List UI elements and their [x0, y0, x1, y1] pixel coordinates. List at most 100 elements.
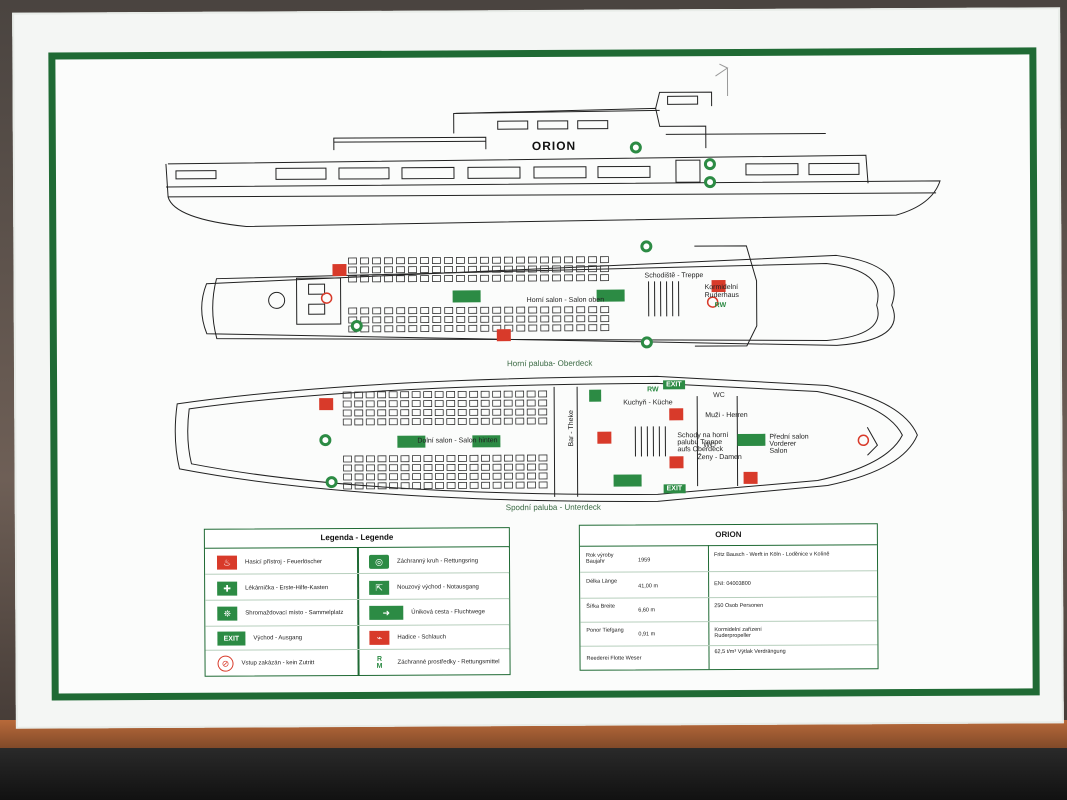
legend-title: Legenda - Legende — [204, 528, 509, 549]
seat — [365, 418, 375, 426]
seat — [360, 316, 370, 324]
seat — [468, 324, 478, 332]
seat — [389, 473, 398, 481]
seat — [480, 324, 490, 332]
seat — [411, 418, 421, 426]
seat — [527, 472, 536, 480]
seat — [396, 316, 406, 324]
seat — [552, 315, 562, 323]
seat — [396, 275, 405, 283]
seat — [458, 463, 467, 471]
seat — [540, 315, 550, 323]
info-value: 6,60 m — [638, 607, 656, 614]
seat — [360, 257, 369, 265]
seat — [492, 408, 502, 416]
window-rail — [0, 748, 1067, 800]
emergency-exit-icon: ⇱ — [369, 580, 390, 595]
seat — [388, 409, 398, 417]
seat — [600, 256, 609, 264]
exit-sign-icon: EXIT — [217, 631, 246, 646]
seat — [527, 463, 536, 471]
seat — [354, 455, 364, 463]
lower-deck-title: Spodní paluba - Unterdeck — [505, 502, 601, 513]
seat — [503, 390, 513, 398]
seat — [400, 464, 410, 472]
seat — [423, 482, 433, 489]
seat — [408, 325, 418, 333]
seat — [538, 481, 548, 489]
seat — [515, 390, 525, 398]
seat — [588, 306, 598, 314]
seat — [396, 266, 405, 274]
seat — [492, 306, 502, 314]
seat — [389, 464, 398, 472]
info-row: Délka Länge 41,00 m ENI: 04003800 — [580, 570, 878, 599]
seat — [516, 265, 525, 273]
seat — [377, 482, 387, 490]
seat — [432, 325, 442, 332]
seat — [515, 417, 525, 425]
seat — [400, 400, 410, 408]
legend-item-hose: ⌁ Hadice - Schlauch — [357, 626, 446, 648]
seat — [354, 391, 364, 399]
first-aid-icon: ✚ — [217, 581, 238, 596]
seat — [492, 315, 502, 323]
seat — [412, 482, 422, 490]
seat — [481, 454, 490, 462]
seat — [365, 409, 375, 417]
seat — [504, 463, 513, 471]
seat — [420, 307, 430, 315]
seat — [504, 315, 514, 323]
seat — [456, 274, 465, 282]
seat — [400, 473, 410, 481]
legend-item-exit: EXIT Východ - Ausgang — [205, 627, 302, 650]
seat — [434, 400, 444, 407]
seat — [481, 472, 490, 480]
seat — [588, 265, 597, 273]
seat — [408, 257, 417, 265]
seat — [469, 399, 479, 407]
seat — [504, 274, 513, 282]
legend-item-life-ring: ◎ Záchranný kruh - Rettungsring — [357, 550, 478, 573]
seat — [366, 473, 375, 481]
seat — [480, 274, 489, 282]
seat — [372, 275, 381, 283]
upper-deck-title: Horní paluba- Oberdeck — [506, 358, 593, 369]
seat — [552, 256, 561, 264]
seat — [354, 400, 364, 408]
seat — [411, 400, 421, 408]
seat — [420, 266, 429, 274]
seat — [515, 481, 525, 489]
seat — [444, 307, 454, 314]
seat — [540, 306, 550, 314]
seat — [458, 481, 468, 489]
seat — [468, 274, 477, 282]
seat — [458, 472, 467, 480]
seat — [564, 274, 573, 282]
rescue-equipment-icon: R M — [370, 656, 390, 670]
seat — [377, 391, 387, 399]
seat — [492, 417, 502, 425]
seat — [468, 256, 477, 264]
rescue-r-letter: R — [376, 655, 383, 663]
seat — [538, 454, 548, 462]
label-bar: Bar - Theke — [567, 410, 576, 447]
seat — [435, 482, 445, 489]
seat — [492, 274, 501, 282]
exit-sign-bottom: EXIT — [663, 484, 686, 494]
ship-side-view — [165, 63, 941, 502]
seat — [388, 391, 398, 399]
seat — [420, 316, 430, 324]
seat — [446, 482, 456, 489]
seat — [444, 325, 454, 332]
seat — [423, 409, 433, 417]
seat — [457, 417, 467, 425]
info-value: 41,00 m — [638, 583, 659, 590]
seat — [576, 315, 586, 323]
seat — [480, 315, 490, 323]
seat — [408, 275, 417, 283]
seat — [342, 400, 352, 408]
label-wc-women: WC — [703, 442, 716, 450]
info-right: 62,5 t/m³ Výtlak Verdrängung — [714, 648, 786, 656]
seat — [377, 464, 387, 472]
